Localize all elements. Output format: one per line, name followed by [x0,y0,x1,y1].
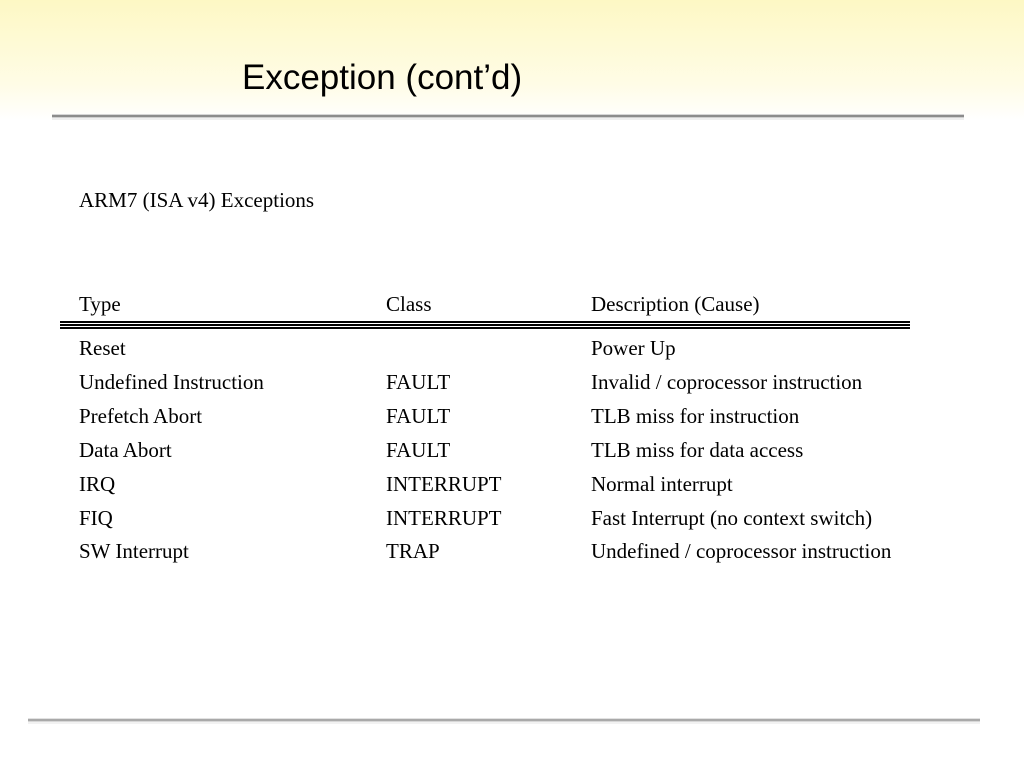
header-divider [52,114,964,120]
cell-type: Reset [79,336,126,360]
cell-description: Power Up [591,336,676,360]
header-band [0,0,1024,120]
cell-type: Prefetch Abort [79,404,203,428]
footer-divider [28,718,980,724]
table-header-divider [60,321,910,329]
cell-class: TRAP [386,539,440,563]
cell-description: Undefined / coprocessor instruction [591,539,892,563]
cell-description: Normal interrupt [591,472,733,496]
cell-type: IRQ [79,472,116,496]
page-title: Exception (cont’d) [242,58,523,97]
section-subtitle: ARM7 (ISA v4) Exceptions [79,188,315,212]
cell-type: FIQ [79,506,113,530]
cell-class: INTERRUPT [386,506,502,530]
column-header-description: Description (Cause) [591,292,760,316]
cell-description: Invalid / coprocessor instruction [591,370,863,394]
column-header-class: Class [386,292,432,316]
cell-class: INTERRUPT [386,472,502,496]
cell-type: Data Abort [79,438,172,462]
cell-type: SW Interrupt [79,539,189,563]
cell-type: Undefined Instruction [79,370,264,394]
cell-description: TLB miss for data access [591,438,804,462]
column-header-type: Type [79,292,121,316]
cell-class: FAULT [386,438,451,462]
cell-description: Fast Interrupt (no context switch) [591,506,873,530]
cell-class: FAULT [386,370,451,394]
cell-class: FAULT [386,404,451,428]
cell-description: TLB miss for instruction [591,404,800,428]
